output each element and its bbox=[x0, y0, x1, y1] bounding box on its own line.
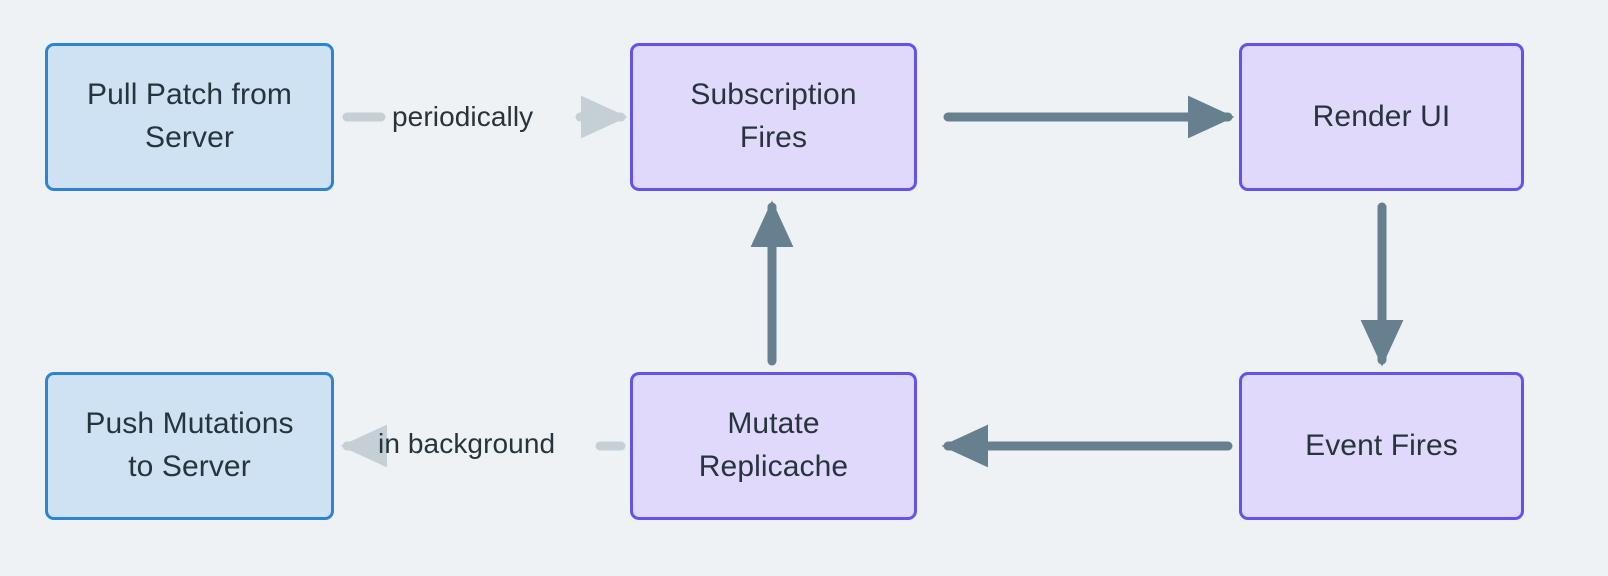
node-pull-patch-from-server[interactable]: Pull Patch from Server bbox=[45, 43, 334, 191]
node-push-mutations-to-server[interactable]: Push Mutations to Server bbox=[45, 372, 334, 520]
node-subscription-fires[interactable]: Subscription Fires bbox=[630, 43, 917, 191]
edge-label-periodically: periodically bbox=[392, 101, 534, 132]
edge-label-in-background: in background bbox=[378, 428, 556, 459]
node-render-ui[interactable]: Render UI bbox=[1239, 43, 1524, 191]
node-mutate-replicache[interactable]: Mutate Replicache bbox=[630, 372, 917, 520]
node-event-fires[interactable]: Event Fires bbox=[1239, 372, 1524, 520]
